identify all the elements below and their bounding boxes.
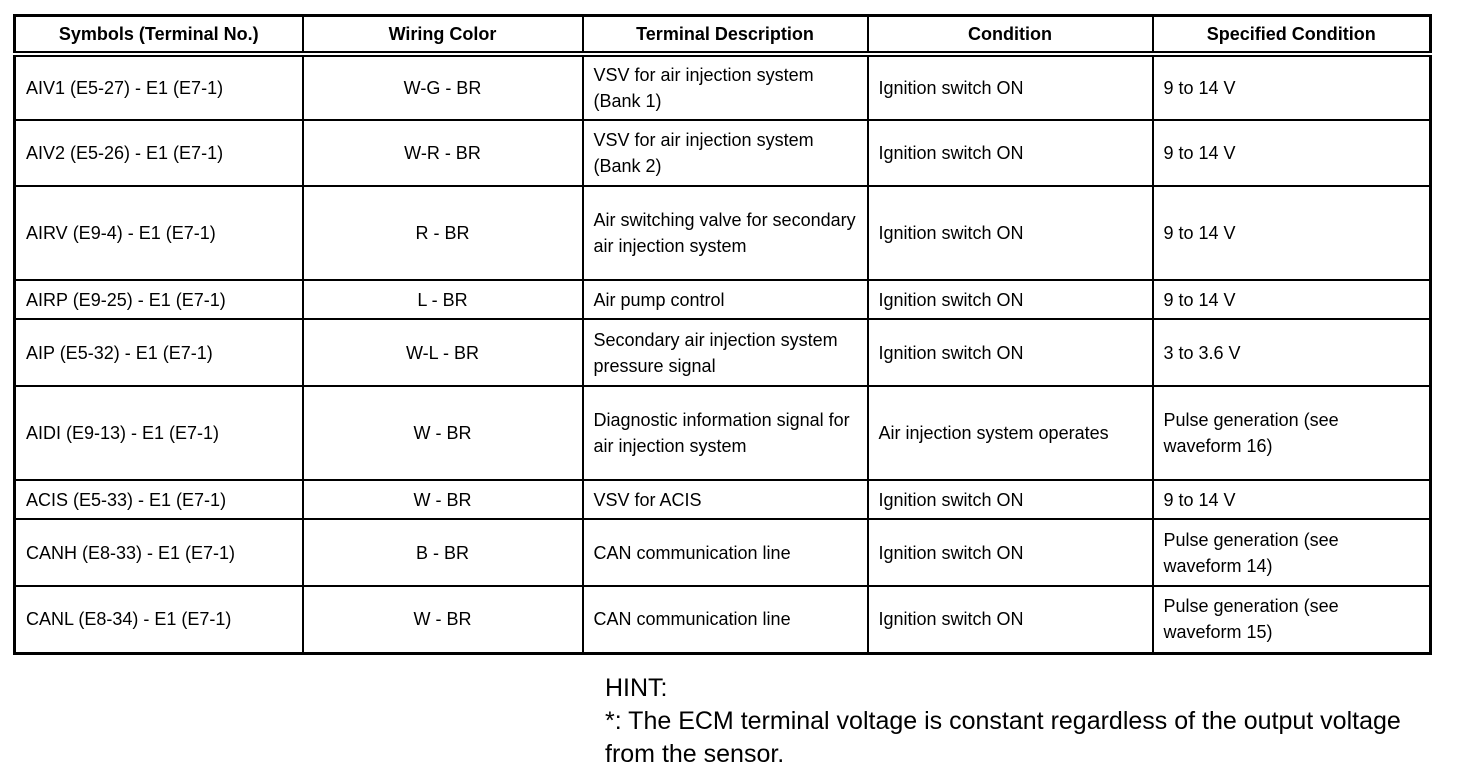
cell-wiring-color: W-R - BR [301,119,584,187]
table-row: CANL (E8-34) - E1 (E7-1) W - BR CAN comm… [13,585,1432,654]
hint-body: *: The ECM terminal voltage is constant … [605,707,1401,768]
table-header: Symbols (Terminal No.) Wiring Color Term… [13,14,1432,57]
cell-terminal-description: Air pump control [581,279,869,320]
cell-condition: Ignition switch ON [866,279,1154,320]
ecm-terminal-table: Symbols (Terminal No.) Wiring Color Term… [13,14,1432,655]
cell-wiring-color: W - BR [301,385,584,481]
cell-wiring-color: R - BR [301,185,584,281]
cell-symbol: CANL (E8-34) - E1 (E7-1) [13,585,304,654]
cell-wiring-color: W - BR [301,479,584,520]
column-header-specified-condition: Specified Condition [1151,14,1432,57]
table-row: AIV1 (E5-27) - E1 (E7-1) W-G - BR VSV fo… [13,53,1432,121]
table-row: CANH (E8-33) - E1 (E7-1) B - BR CAN comm… [13,518,1432,587]
cell-condition: Ignition switch ON [866,53,1154,121]
table-row: ACIS (E5-33) - E1 (E7-1) W - BR VSV for … [13,479,1432,520]
cell-specified-condition: 9 to 14 V [1151,119,1432,187]
cell-terminal-description: Diagnostic information signal for air in… [581,385,869,481]
cell-condition: Ignition switch ON [866,185,1154,281]
cell-wiring-color: W - BR [301,585,584,654]
cell-terminal-description: CAN communication line [581,585,869,654]
cell-condition: Ignition switch ON [866,119,1154,187]
hint-title: HINT: [605,674,668,702]
table-row: AIRV (E9-4) - E1 (E7-1) R - BR Air switc… [13,185,1432,281]
cell-symbol: AIV2 (E5-26) - E1 (E7-1) [13,119,304,187]
table-row: AIRP (E9-25) - E1 (E7-1) L - BR Air pump… [13,279,1432,320]
cell-symbol: ACIS (E5-33) - E1 (E7-1) [13,479,304,520]
cell-wiring-color: L - BR [301,279,584,320]
cell-condition: Ignition switch ON [866,585,1154,654]
cell-symbol: AIRP (E9-25) - E1 (E7-1) [13,279,304,320]
cell-specified-condition: 3 to 3.6 V [1151,318,1432,387]
cell-condition: Ignition switch ON [866,318,1154,387]
cell-terminal-description: Secondary air injection system pressure … [581,318,869,387]
cell-symbol: AIRV (E9-4) - E1 (E7-1) [13,185,304,281]
header-row: Symbols (Terminal No.) Wiring Color Term… [13,14,1432,57]
cell-symbol: AIDI (E9-13) - E1 (E7-1) [13,385,304,481]
column-header-condition: Condition [866,14,1154,57]
column-header-wiring-color: Wiring Color [301,14,584,57]
cell-specified-condition: 9 to 14 V [1151,185,1432,281]
cell-terminal-description: VSV for air injection system (Bank 2) [581,119,869,187]
cell-wiring-color: W-G - BR [301,53,584,121]
cell-symbol: CANH (E8-33) - E1 (E7-1) [13,518,304,587]
table-row: AIV2 (E5-26) - E1 (E7-1) W-R - BR VSV fo… [13,119,1432,187]
cell-symbol: AIP (E5-32) - E1 (E7-1) [13,318,304,387]
cell-specified-condition: 9 to 14 V [1151,279,1432,320]
cell-wiring-color: W-L - BR [301,318,584,387]
table-row: AIDI (E9-13) - E1 (E7-1) W - BR Diagnost… [13,385,1432,481]
column-header-terminal-description: Terminal Description [581,14,869,57]
cell-condition: Ignition switch ON [866,518,1154,587]
hint-note: HINT: *: The ECM terminal voltage is con… [605,672,1415,771]
cell-specified-condition: Pulse generation (see waveform 16) [1151,385,1432,481]
cell-specified-condition: 9 to 14 V [1151,479,1432,520]
cell-condition: Ignition switch ON [866,479,1154,520]
table-row: AIP (E5-32) - E1 (E7-1) W-L - BR Seconda… [13,318,1432,387]
cell-specified-condition: Pulse generation (see waveform 14) [1151,518,1432,587]
table-body: AIV1 (E5-27) - E1 (E7-1) W-G - BR VSV fo… [13,53,1432,654]
cell-specified-condition: Pulse generation (see waveform 15) [1151,585,1432,654]
cell-terminal-description: VSV for ACIS [581,479,869,520]
cell-terminal-description: CAN communication line [581,518,869,587]
cell-specified-condition: 9 to 14 V [1151,53,1432,121]
column-header-symbols: Symbols (Terminal No.) [13,14,304,57]
cell-wiring-color: B - BR [301,518,584,587]
cell-terminal-description: VSV for air injection system (Bank 1) [581,53,869,121]
cell-condition: Air injection system operates [866,385,1154,481]
cell-terminal-description: Air switching valve for secondary air in… [581,185,869,281]
cell-symbol: AIV1 (E5-27) - E1 (E7-1) [13,53,304,121]
